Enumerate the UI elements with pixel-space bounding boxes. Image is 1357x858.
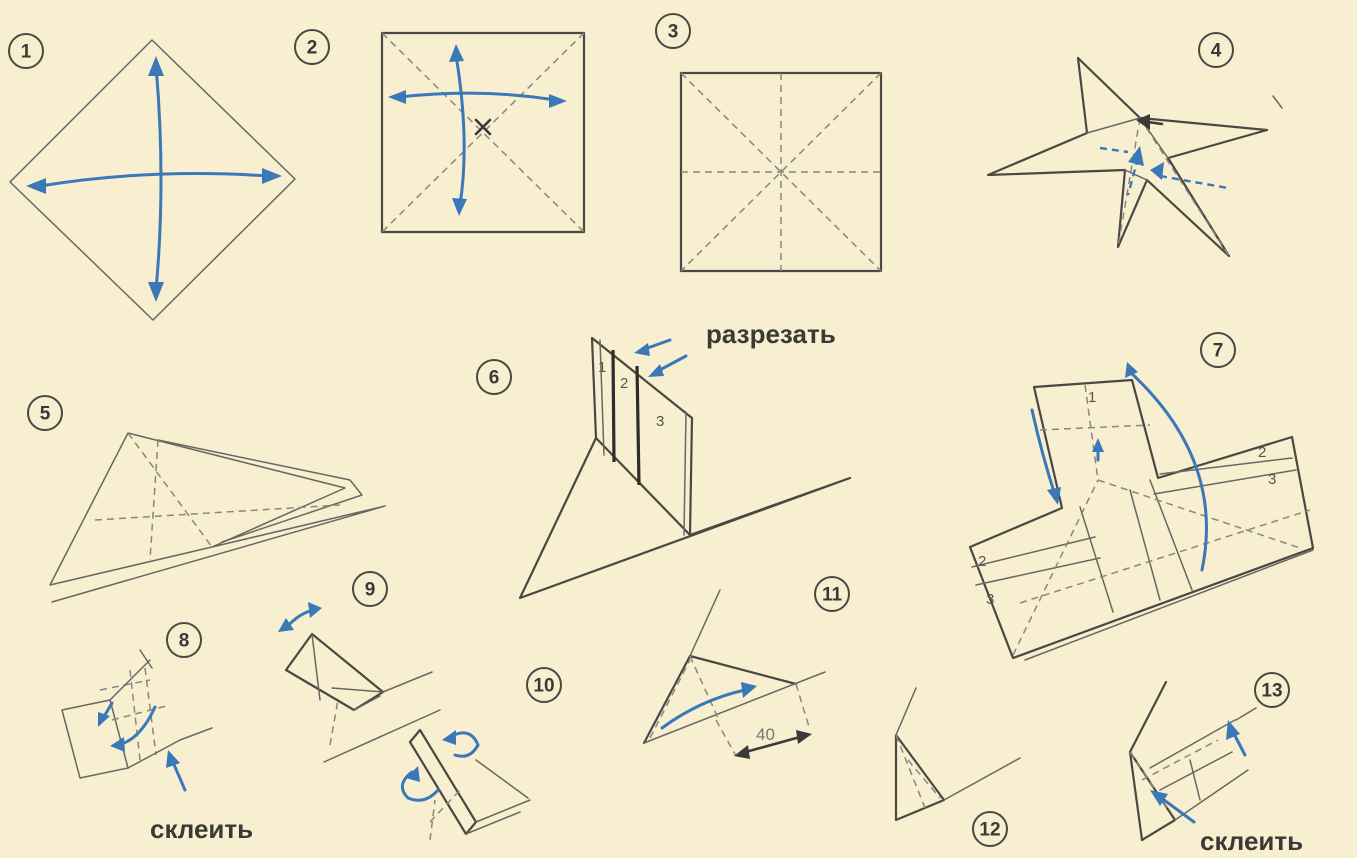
step-3-marker xyxy=(655,13,691,49)
step-10-number: 10 xyxy=(533,676,554,697)
step-7-number: 7 xyxy=(1213,341,1224,362)
step-8-number: 8 xyxy=(179,631,190,652)
step-8-marker xyxy=(166,622,202,658)
glue-label-right: склеить xyxy=(1200,826,1303,856)
step-1-marker xyxy=(8,33,44,69)
step-12-diagram: 12 xyxy=(894,687,1021,847)
step-1-number: 1 xyxy=(21,42,32,63)
step-13-number: 13 xyxy=(1261,681,1282,702)
panel-1-step7: 1 xyxy=(1088,389,1096,406)
step-9-diagram: 9 xyxy=(278,571,441,763)
step-13-diagram: 13 склеить xyxy=(1128,672,1303,856)
panel-3: 3 xyxy=(656,413,664,430)
step-11-marker xyxy=(814,576,850,612)
step-4-number: 4 xyxy=(1211,41,1222,62)
step-4-diagram: 4 xyxy=(986,32,1283,258)
step-5-number: 5 xyxy=(40,404,51,425)
step-5-diagram: 5 xyxy=(27,395,386,603)
panel-1: 1 xyxy=(598,359,606,376)
step-12-marker xyxy=(972,811,1008,847)
panel-2-right: 2 xyxy=(1258,444,1266,461)
step-10-marker xyxy=(526,667,562,703)
panel-2-left: 2 xyxy=(978,553,986,570)
step-7-marker xyxy=(1200,332,1236,368)
panel-2: 2 xyxy=(620,375,628,392)
dimension-label: 40 xyxy=(756,725,775,744)
step-12-number: 12 xyxy=(979,820,1000,841)
step-10-diagram: 10 xyxy=(400,667,562,841)
glue-label-left: склеить xyxy=(150,814,253,844)
step-13-marker xyxy=(1254,672,1290,708)
step-11-number: 11 xyxy=(822,585,843,606)
step-4-marker xyxy=(1198,32,1234,68)
cut-label: разрезать xyxy=(706,319,836,349)
step-3-number: 3 xyxy=(668,22,679,43)
step-7-diagram: 7 1 2 3 2 3 xyxy=(968,332,1315,661)
step-6-number: 6 xyxy=(489,368,500,389)
step-1-diagram: 1 xyxy=(8,33,296,321)
panel-3-right: 3 xyxy=(1268,471,1276,488)
step-6-diagram: 6 1 2 3 разрезать xyxy=(476,319,852,600)
step-11-diagram: 11 40 xyxy=(642,576,850,759)
step-9-marker xyxy=(352,571,388,607)
step-5-marker xyxy=(27,395,63,431)
step-6-marker xyxy=(476,359,512,395)
panel-3-left: 3 xyxy=(986,591,994,608)
step-8-diagram: 8 склеить xyxy=(61,622,253,844)
step-2-number: 2 xyxy=(307,38,318,59)
step-3-diagram: 3 xyxy=(655,13,883,273)
step-2-diagram: 2 xyxy=(294,29,586,234)
step-9-number: 9 xyxy=(365,580,376,601)
step-2-marker xyxy=(294,29,330,65)
